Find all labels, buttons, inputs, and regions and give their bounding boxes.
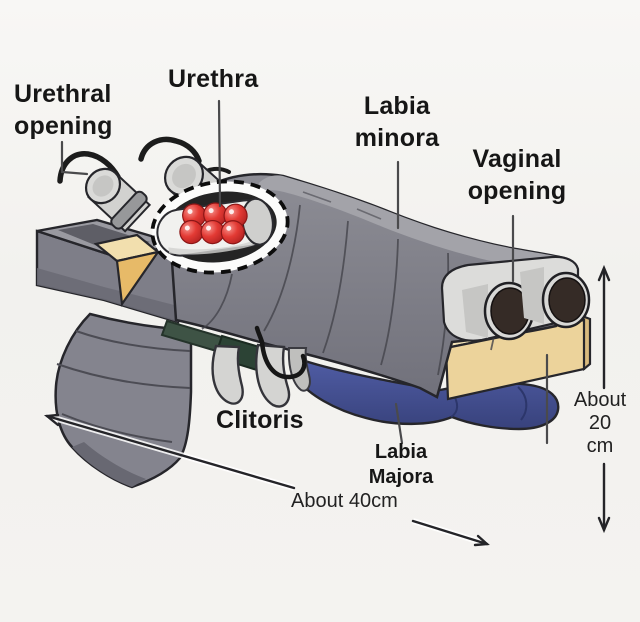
cutaway-inset [150, 179, 290, 275]
leader-line-urethral-opening [60, 140, 89, 176]
leader-line-labia-majora [394, 402, 404, 445]
barrel-right [520, 267, 591, 329]
barrel-left [462, 281, 535, 341]
label-urethra: Urethra [168, 65, 259, 93]
label-height-dimension: About 20 cm [573, 389, 627, 457]
height-dimension-arrow [597, 264, 611, 534]
pump-loop-right-icon [138, 136, 202, 164]
label-vaginal-opening: Vaginal opening [467, 145, 567, 205]
grip-handle [54, 312, 193, 489]
pump-loop-left-icon [57, 151, 121, 184]
label-length-dimension: About 40cm [291, 490, 398, 512]
length-dimension-arrow [43, 413, 490, 547]
pump-handle-left [84, 167, 152, 233]
trigger-wire [254, 325, 307, 380]
leader-line-urethra [217, 99, 222, 208]
cloth-folds [201, 204, 499, 376]
label-urethral-opening: Urethral opening [14, 80, 113, 140]
label-clitoris: Clitoris [216, 406, 304, 434]
label-labia-majora: Labia Majora [368, 441, 434, 488]
label-labia-minora: Labia minora [354, 92, 440, 152]
